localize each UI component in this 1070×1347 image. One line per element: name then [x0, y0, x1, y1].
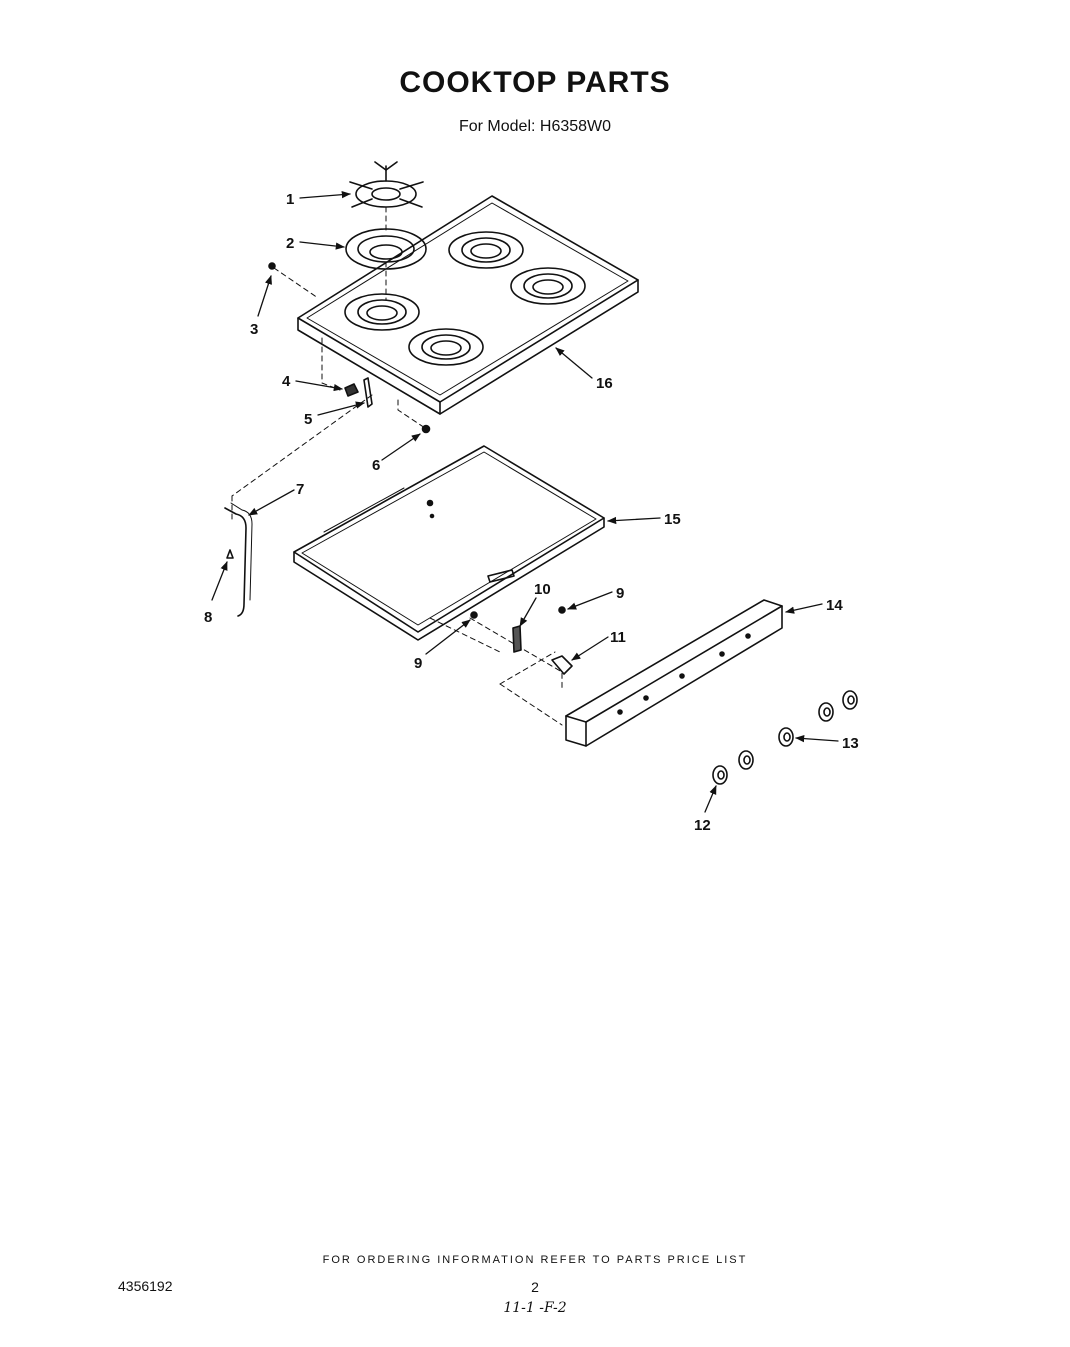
control-knob-part-13-rear-left	[818, 702, 834, 722]
callout-14: 14	[826, 597, 843, 614]
callout-4: 4	[282, 373, 291, 390]
callout-6: 6	[372, 457, 380, 474]
callout-8: 8	[204, 609, 212, 626]
screw-part-9-left	[470, 611, 478, 619]
bracket-part-10	[512, 625, 522, 653]
callout-10: 10	[534, 581, 551, 598]
callout-3: 3	[250, 321, 258, 338]
control-knob-part-13-rear-right	[842, 690, 858, 710]
callout-9-left: 9	[414, 655, 422, 672]
callout-16: 16	[596, 375, 613, 392]
bracket-part-4	[344, 383, 359, 397]
handwritten-note: 11-1 -F-2	[503, 1300, 567, 1316]
clip-part-5	[363, 377, 373, 408]
screw-part-3	[268, 262, 276, 270]
callout-13: 13	[842, 735, 859, 752]
cooktop-base-part-15	[293, 445, 605, 641]
control-knob-part-13-front	[778, 727, 794, 747]
burner-well-left-front	[344, 293, 420, 331]
screw-part-9-right	[558, 606, 566, 614]
model-subtitle: For Model: H6358W0	[458, 118, 612, 135]
callout-5: 5	[304, 411, 312, 428]
bracket-part-11	[551, 655, 573, 675]
page-number: 2	[531, 1279, 539, 1295]
callout-9-right: 9	[616, 585, 624, 602]
page-title: COOKTOP PARTS	[399, 66, 671, 99]
burner-grate-part-1	[349, 161, 424, 208]
screw-part-6	[421, 424, 431, 434]
callout-2: 2	[286, 235, 294, 252]
callout-15: 15	[664, 511, 681, 528]
callout-11: 11	[610, 629, 626, 646]
document-number: 4356192	[118, 1278, 173, 1294]
control-knob-part-12-front	[712, 765, 728, 785]
burner-well-right-rear	[510, 267, 586, 305]
control-panel-part-14	[565, 599, 783, 747]
callout-1: 1	[286, 191, 294, 208]
burner-well-left-rear	[448, 231, 524, 269]
ordering-information-note: FOR ORDERING INFORMATION REFER TO PARTS …	[322, 1254, 748, 1266]
callout-12: 12	[694, 817, 711, 834]
burner-well-right-front	[408, 328, 484, 366]
cooktop-top-part-16	[297, 195, 639, 415]
control-knob-part-12-rear	[738, 750, 754, 770]
callout-7: 7	[296, 481, 304, 498]
clip-part-8	[226, 549, 234, 559]
rod-part-7	[224, 502, 253, 617]
